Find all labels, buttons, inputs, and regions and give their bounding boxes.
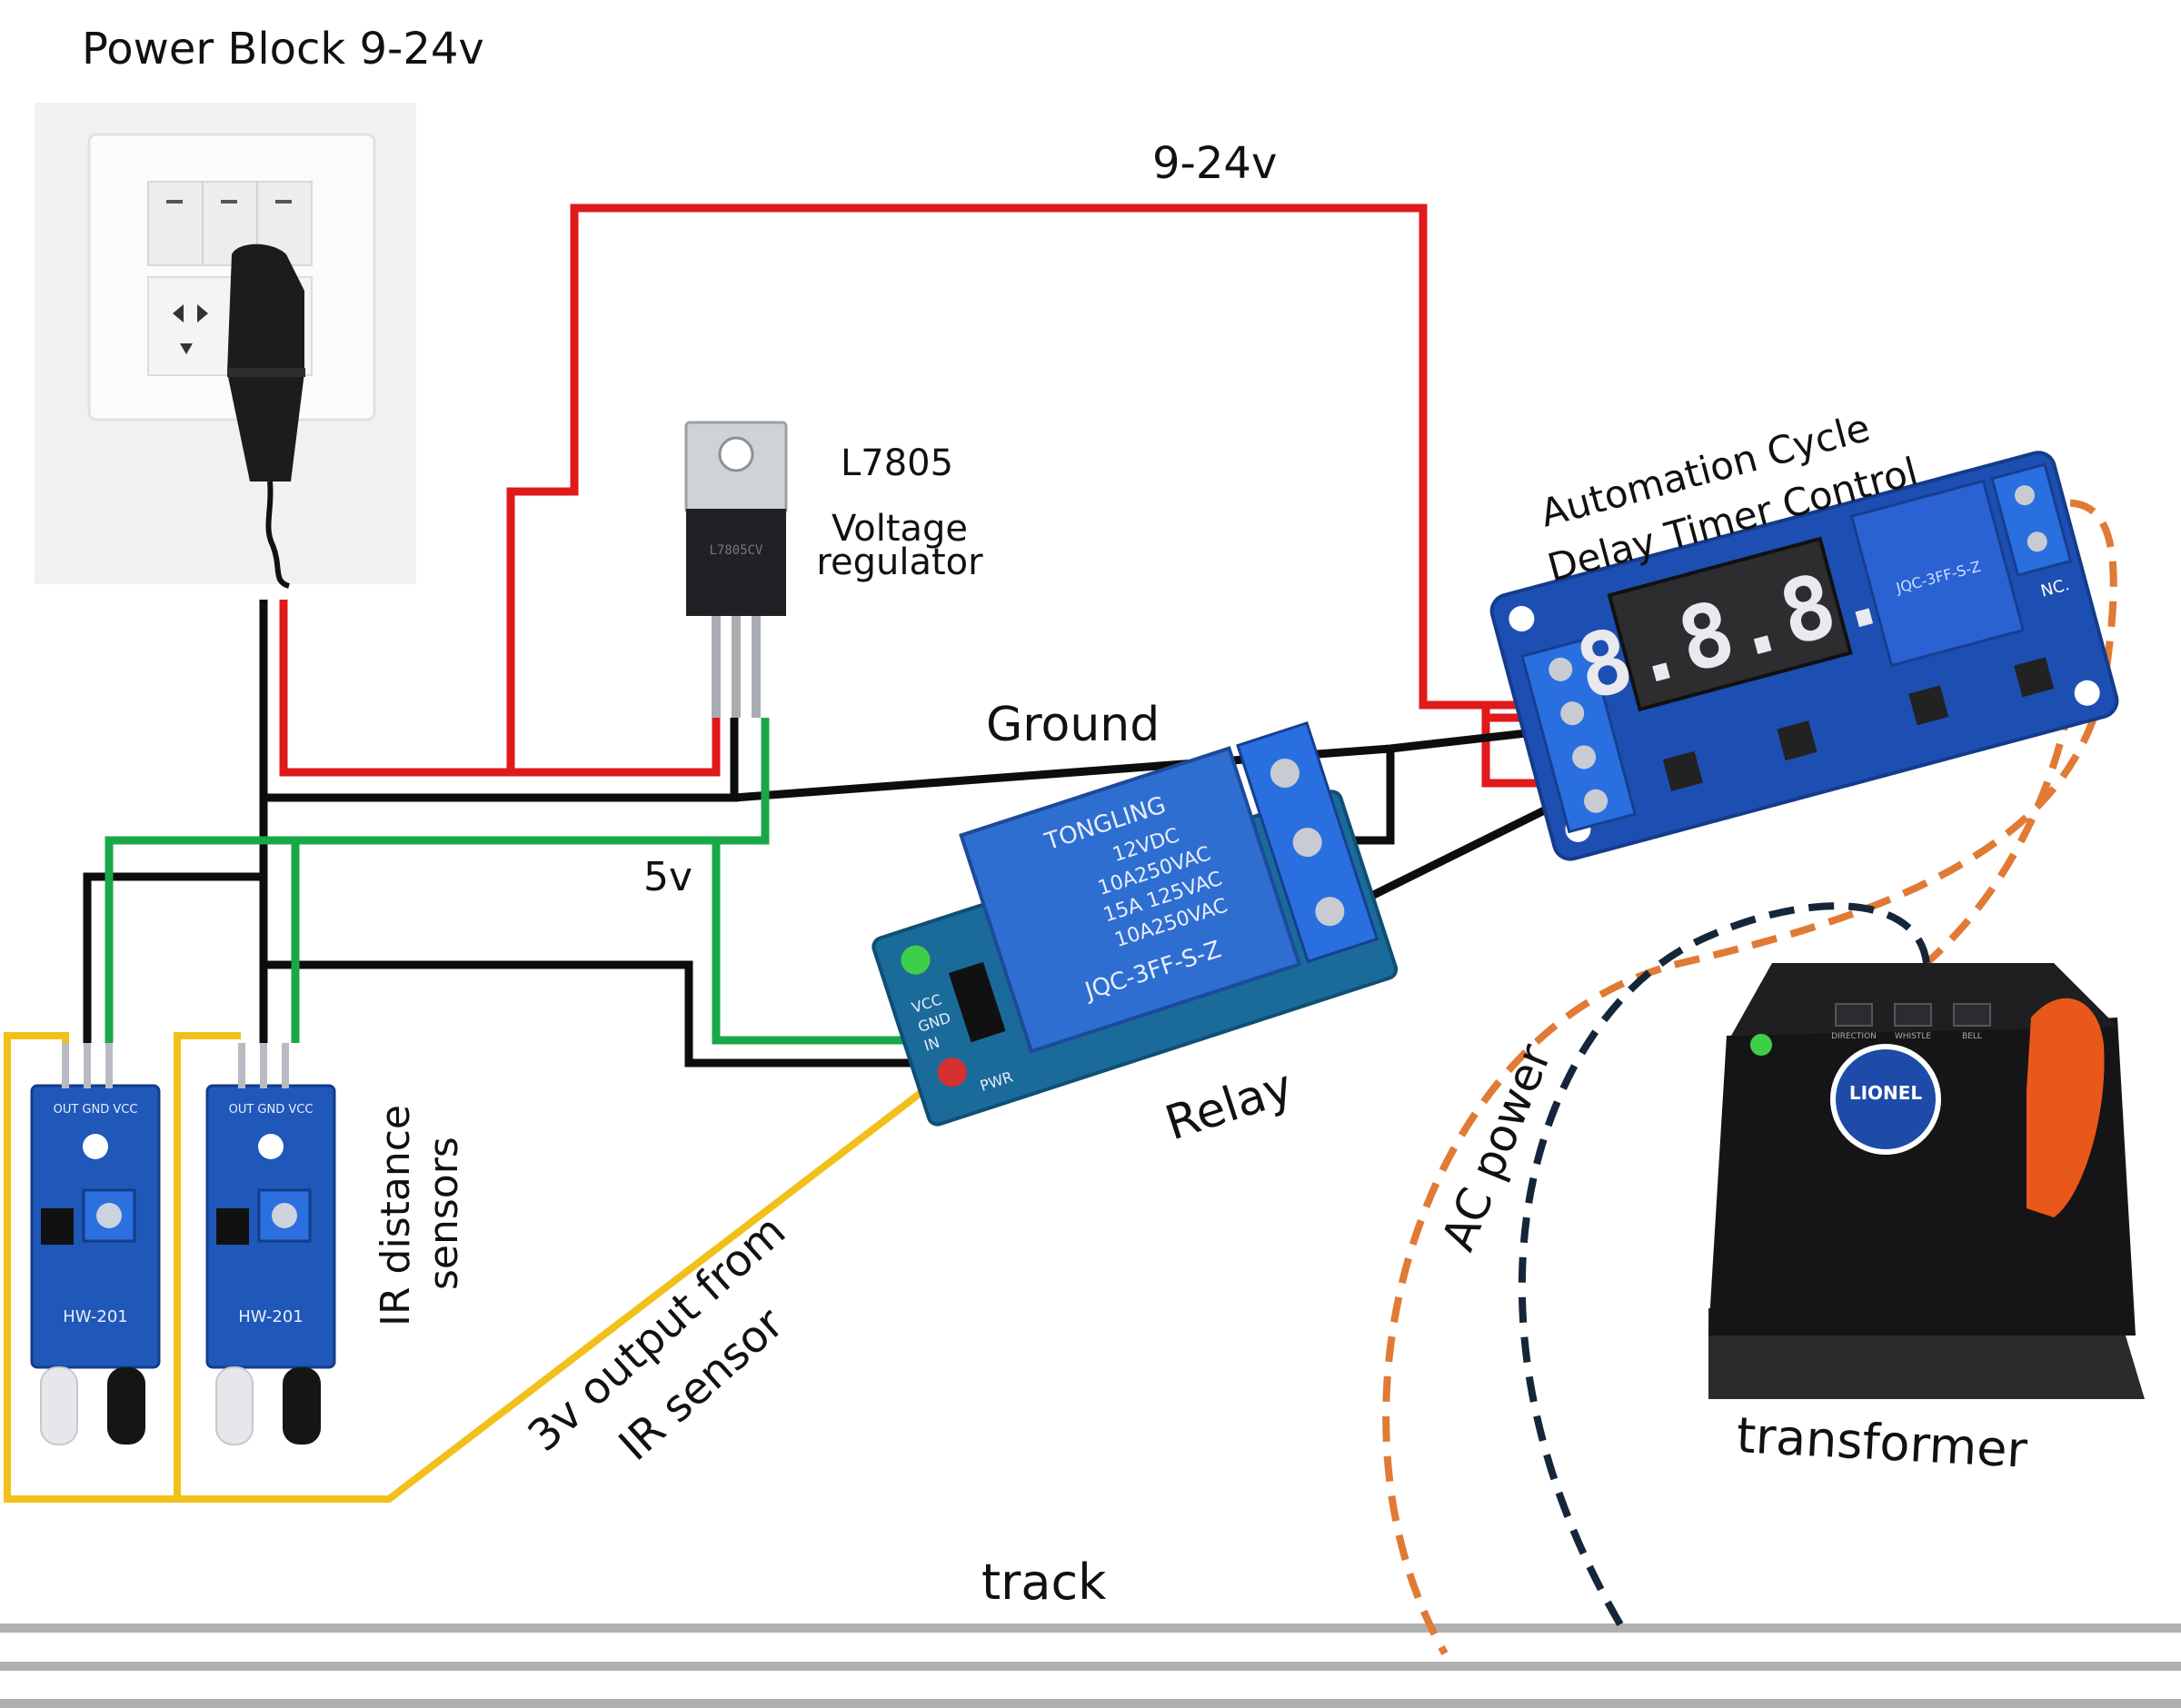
power-block-image xyxy=(35,103,416,589)
timer-module: 8.8.8. JQC-3FF-S-Z NC. xyxy=(1489,451,2119,861)
track-rail-1 xyxy=(0,1624,2181,1633)
timer-button-3 xyxy=(1908,685,1949,726)
ir-right-pins: OUT GND VCC xyxy=(229,1103,314,1117)
wire-yellow-signal xyxy=(4,1032,939,1503)
track-rail-3 xyxy=(0,1699,2181,1708)
transformer-throttle xyxy=(2027,998,2105,1217)
power-block-label: Power Block 9-24v xyxy=(82,24,484,74)
plug-icon xyxy=(227,243,304,482)
relay-module: TONGLING 12VDC 10A250VAC 15A 125VAC 10A2… xyxy=(871,720,1399,1127)
ir-left-part: HW-201 xyxy=(63,1307,127,1326)
relay-led-green xyxy=(901,945,931,975)
track xyxy=(0,1624,2181,1708)
wire-green-5v xyxy=(105,718,770,1043)
voltage-regulator: L7805CV xyxy=(684,421,788,718)
relay-pin-in: IN xyxy=(922,1034,942,1055)
ir-sensors-label-2: sensors xyxy=(421,1137,467,1290)
wire-black-relay-in xyxy=(264,960,936,1068)
wire-yellow-sensor-right xyxy=(174,1032,241,1499)
regulator-name-2: regulator xyxy=(816,541,983,583)
wire-black-ground xyxy=(264,718,739,802)
track-rail-2 xyxy=(0,1662,2181,1671)
ir-left-pins: OUT GND VCC xyxy=(54,1103,138,1117)
timer-button-2 xyxy=(1777,720,1818,761)
wire-green-relay-vcc xyxy=(712,840,936,1045)
transformer-button-2: WHISTLE xyxy=(1895,1032,1932,1041)
wire-red-supply xyxy=(279,600,721,777)
timer-button-1 xyxy=(1662,750,1703,791)
transformer-button-3: BELL xyxy=(1962,1032,1982,1041)
regulator-name-1: Voltage xyxy=(832,508,968,550)
timer-button-4 xyxy=(2014,657,2055,698)
transformer-button-1: DIRECTION xyxy=(1831,1032,1877,1041)
ac-power-navy xyxy=(1518,902,1930,1638)
ir-sensors-label-1: IR distance xyxy=(373,1105,419,1326)
wire-red-9-24v xyxy=(506,204,1549,772)
ir-sensor-left: OUT GND VCC HW-201 xyxy=(30,1043,161,1445)
ac-power-orange-1 xyxy=(1382,499,2117,1655)
transformer-logo-text: LIONEL xyxy=(1849,1082,1923,1104)
ir-sensor-right: OUT GND VCC HW-201 xyxy=(205,1043,336,1445)
transformer-image: DIRECTION WHISTLE BELL LIONEL xyxy=(1708,963,2145,1399)
ground-label: Ground xyxy=(986,698,1160,752)
wire-black-sensor-left xyxy=(83,872,264,1043)
five-volt-label: 5v xyxy=(643,854,692,900)
track-label: track xyxy=(981,1554,1107,1611)
relay-led-red xyxy=(937,1058,967,1087)
transformer-logo xyxy=(1830,1044,1941,1155)
relay-label: Relay xyxy=(1159,1059,1299,1151)
transformer-label: transformer xyxy=(1735,1406,2029,1479)
ir-right-part: HW-201 xyxy=(238,1307,303,1326)
regulator-part-label: L7805 xyxy=(841,442,953,484)
regulator-marking: L7805CV xyxy=(709,543,763,558)
voltage-line-label: 9-24v xyxy=(1152,138,1277,189)
transformer-indicator xyxy=(1750,1034,1772,1056)
